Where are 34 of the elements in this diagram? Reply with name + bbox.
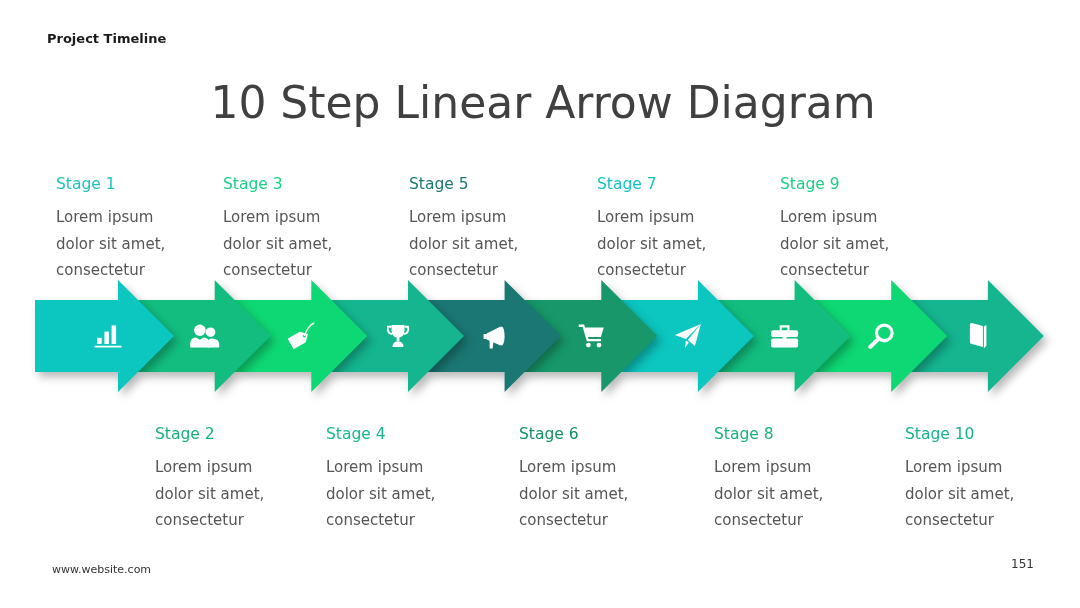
arrow-shape (137, 280, 271, 392)
page-number: 151 (1011, 557, 1034, 571)
stage-description: Lorem ipsum dolor sit amet, consectetur (56, 207, 167, 281)
stage-title: Stage 4 (326, 424, 386, 444)
stage-title: Stage 7 (597, 174, 657, 194)
arrow-shape (233, 280, 368, 392)
stage-title: Stage 3 (223, 174, 283, 194)
stage-title: Stage 8 (714, 424, 774, 444)
stage-description: Lorem ipsum dolor sit amet, consectetur (223, 207, 334, 281)
stage-title: Stage 6 (519, 424, 579, 444)
arrow-shape (523, 280, 658, 392)
arrow-shape (427, 280, 561, 392)
stage-description: Lorem ipsum dolor sit amet, consectetur (597, 207, 708, 281)
stage-description: Lorem ipsum dolor sit amet, consectetur (714, 457, 825, 531)
arrow-shape (910, 280, 1044, 392)
stage-title: Stage 5 (409, 174, 469, 194)
arrow-shape (813, 280, 948, 392)
stage-description: Lorem ipsum dolor sit amet, consectetur (780, 207, 891, 281)
header-text: Project Timeline (47, 31, 167, 46)
stage-description: Lorem ipsum dolor sit amet, consectetur (519, 457, 630, 531)
stage-description: Lorem ipsum dolor sit amet, consectetur (409, 207, 520, 281)
website-address: www.website.com (52, 563, 152, 576)
stage-description: Lorem ipsum dolor sit amet, consectetur (326, 457, 437, 531)
stage-title: Stage 9 (780, 174, 840, 194)
stage-description: Lorem ipsum dolor sit amet, consectetur (155, 457, 266, 531)
arrow-shape (330, 280, 464, 392)
stage-description: Lorem ipsum dolor sit amet, consectetur (905, 457, 1016, 531)
arrow-shape (620, 280, 754, 392)
stage-title: Stage 1 (56, 174, 116, 194)
arrow-shape (35, 280, 174, 392)
stage-title: Stage 10 (905, 424, 975, 444)
stage-title: Stage 2 (155, 424, 215, 444)
arrow-shape (716, 280, 851, 392)
slide-title: 10 Step Linear Arrow Diagram (210, 78, 876, 128)
